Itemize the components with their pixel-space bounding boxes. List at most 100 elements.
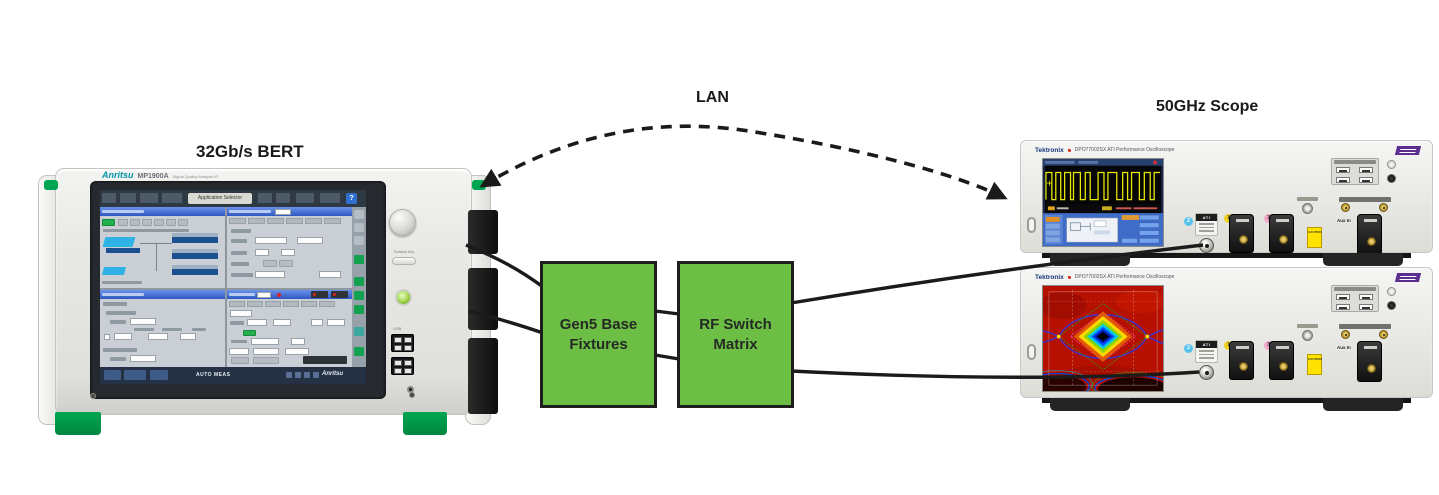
scope-top-usb-ports <box>1331 158 1379 185</box>
scope-top-probe-module-1 <box>1229 214 1254 253</box>
function-key-label: Function Key <box>393 250 415 254</box>
bert-panel-modulation-source <box>100 207 225 288</box>
caution-sticker: CAUTION <box>1307 227 1322 248</box>
channel-1-badge: 1 <box>1224 341 1233 350</box>
tektronix-logo: Tektronix <box>1035 146 1064 154</box>
scope-top-branding: Tektronix DPO77002SX ATI Performance Osc… <box>1035 145 1422 155</box>
scope-top-aux-connector-2 <box>1387 174 1396 183</box>
tektronix-logo-accent <box>1067 148 1071 152</box>
aux-in-label: Aux In <box>1337 345 1351 350</box>
eye-diagram-display <box>1043 286 1163 391</box>
channel-2-badge: 2 <box>1184 217 1193 226</box>
scope-top-dc-cal-label <box>1297 197 1318 201</box>
scope-bottom-probe-module-2 <box>1269 341 1294 380</box>
channel-2-badge: 2 <box>1184 344 1193 353</box>
application-selector-button: Application Selector <box>188 193 252 204</box>
lan-dashed-arrow <box>479 124 1008 200</box>
bert-footer-logo: Anritsu <box>322 371 343 377</box>
bert-screw-left <box>90 393 96 399</box>
scope-bottom-probe-module-1 <box>1229 341 1254 380</box>
scope-top-unit: Tektronix DPO77002SX ATI Performance Osc… <box>1020 140 1433 268</box>
scope-bottom-feet <box>1034 398 1419 411</box>
scope-bottom-negative-connector <box>1379 330 1388 339</box>
anritsu-logo: Anritsu <box>102 170 134 180</box>
bert-usb-label: USB <box>393 326 402 331</box>
scope-bottom-aux-connector-2 <box>1387 301 1396 310</box>
bert-toolbar: Application Selector ? <box>100 190 366 207</box>
ati-label: ATI <box>1196 214 1217 221</box>
bert-rotary-knob <box>389 209 416 236</box>
bert-status-bar: AUTO MEAS Anritsu <box>100 367 366 384</box>
tektronix-logo: Tektronix <box>1035 273 1064 281</box>
fixtures-label-line2: Fixtures <box>569 335 628 353</box>
scope-bottom-panel-button <box>1027 344 1036 360</box>
cable-fixtures-to-rf-2 <box>654 353 680 361</box>
waveform-display <box>1043 159 1163 246</box>
bert-left-green-cap <box>44 180 58 190</box>
bert-usb-ports-bottom <box>391 357 414 375</box>
bandwidth-badge <box>1394 145 1422 155</box>
scope-top-feet <box>1034 253 1419 266</box>
ati-label: ATI <box>1196 341 1217 348</box>
bert-panel-noise-generator <box>100 290 225 367</box>
bert-side-connector-block-1 <box>468 210 498 254</box>
bert-label: 32Gb/s BERT <box>196 142 304 161</box>
scope-top-dc-cal-connector <box>1302 203 1313 214</box>
rf-label-line2: Matrix <box>713 335 758 353</box>
scope-top-positive-connector <box>1341 203 1350 212</box>
caution-sticker: CAUTION <box>1307 354 1322 375</box>
bert-screen-side-strip <box>352 207 366 367</box>
scope-top-ati-input-connector <box>1199 238 1214 253</box>
help-button: ? <box>346 193 357 204</box>
bert-screw-right <box>409 392 415 398</box>
bert-usb-ports-top <box>391 334 414 352</box>
auto-meas-label: AUTO MEAS <box>196 372 231 378</box>
gen5-base-fixtures-box: Gen5 Base Fixtures <box>540 261 657 408</box>
rf-switch-matrix-box: RF Switch Matrix <box>677 261 794 408</box>
scope-top-aux-connector-1 <box>1387 160 1396 169</box>
bert-touchscreen: Application Selector ? <box>100 190 366 384</box>
bert-side-connector-block-2 <box>468 268 498 330</box>
bert-foot-right <box>403 412 447 435</box>
bert-foot-left <box>55 412 101 435</box>
cable-fixtures-to-rf-1 <box>654 309 680 316</box>
channel-3-badge: 3 <box>1264 214 1273 223</box>
scope-top-probe-module-2 <box>1269 214 1294 253</box>
scope-top-probe-module-3 <box>1357 214 1382 255</box>
bert-tagline: Signal Quality Analyzer-R <box>172 174 218 179</box>
bert-model: MP1900A <box>137 173 169 180</box>
fixtures-label-line1: Gen5 Base <box>559 315 638 333</box>
bert-panel-measurement <box>227 290 352 367</box>
bert-right-green-cap <box>472 180 486 190</box>
scope-bottom-probe-module-3 <box>1357 341 1382 382</box>
bert-logo-strip: Anritsu MP1900A Signal Quality Analyzer-… <box>102 170 218 180</box>
scope-bottom-aux-connector-1 <box>1387 287 1396 296</box>
scope-bottom-positive-connector <box>1341 330 1350 339</box>
bert-side-connector-block-3 <box>468 338 498 414</box>
scope-label: 50GHz Scope <box>1156 98 1259 115</box>
scope-top-screen-waveform <box>1042 158 1164 247</box>
scope-model-text: DPO77002SX ATI Performance Oscilloscope <box>1074 147 1175 153</box>
scope-bottom-unit: Tektronix DPO77002SX ATI Performance Osc… <box>1020 267 1433 413</box>
scope-top-chassis: Tektronix DPO77002SX ATI Performance Osc… <box>1020 140 1433 255</box>
rf-label-line1: RF Switch <box>699 315 772 333</box>
scope-model-text: DPO77002SX ATI Performance Oscilloscope <box>1074 274 1175 280</box>
scope-bottom-branding: Tektronix DPO77002SX ATI Performance Osc… <box>1035 272 1422 282</box>
bandwidth-badge <box>1394 272 1422 282</box>
scope-bottom-ati-input-connector <box>1199 365 1214 380</box>
bert-panel-output-settings <box>227 207 352 288</box>
lan-label: LAN <box>696 89 729 106</box>
scope-top-diff-input-strip <box>1339 197 1391 202</box>
scope-top-panel-button <box>1027 217 1036 233</box>
scope-bottom-chassis: Tektronix DPO77002SX ATI Performance Osc… <box>1020 267 1433 398</box>
scope-bottom-dc-cal-label <box>1297 324 1318 328</box>
scope-top-negative-connector <box>1379 203 1388 212</box>
bert-power-button <box>395 289 412 306</box>
function-key-button <box>392 257 416 265</box>
scope-bottom-dc-cal-connector <box>1302 330 1313 341</box>
channel-1-badge: 1 <box>1224 214 1233 223</box>
bert-instrument: Anritsu MP1900A Signal Quality Analyzer-… <box>36 164 502 442</box>
scope-bottom-usb-ports <box>1331 285 1379 312</box>
channel-3-badge: 3 <box>1264 341 1273 350</box>
